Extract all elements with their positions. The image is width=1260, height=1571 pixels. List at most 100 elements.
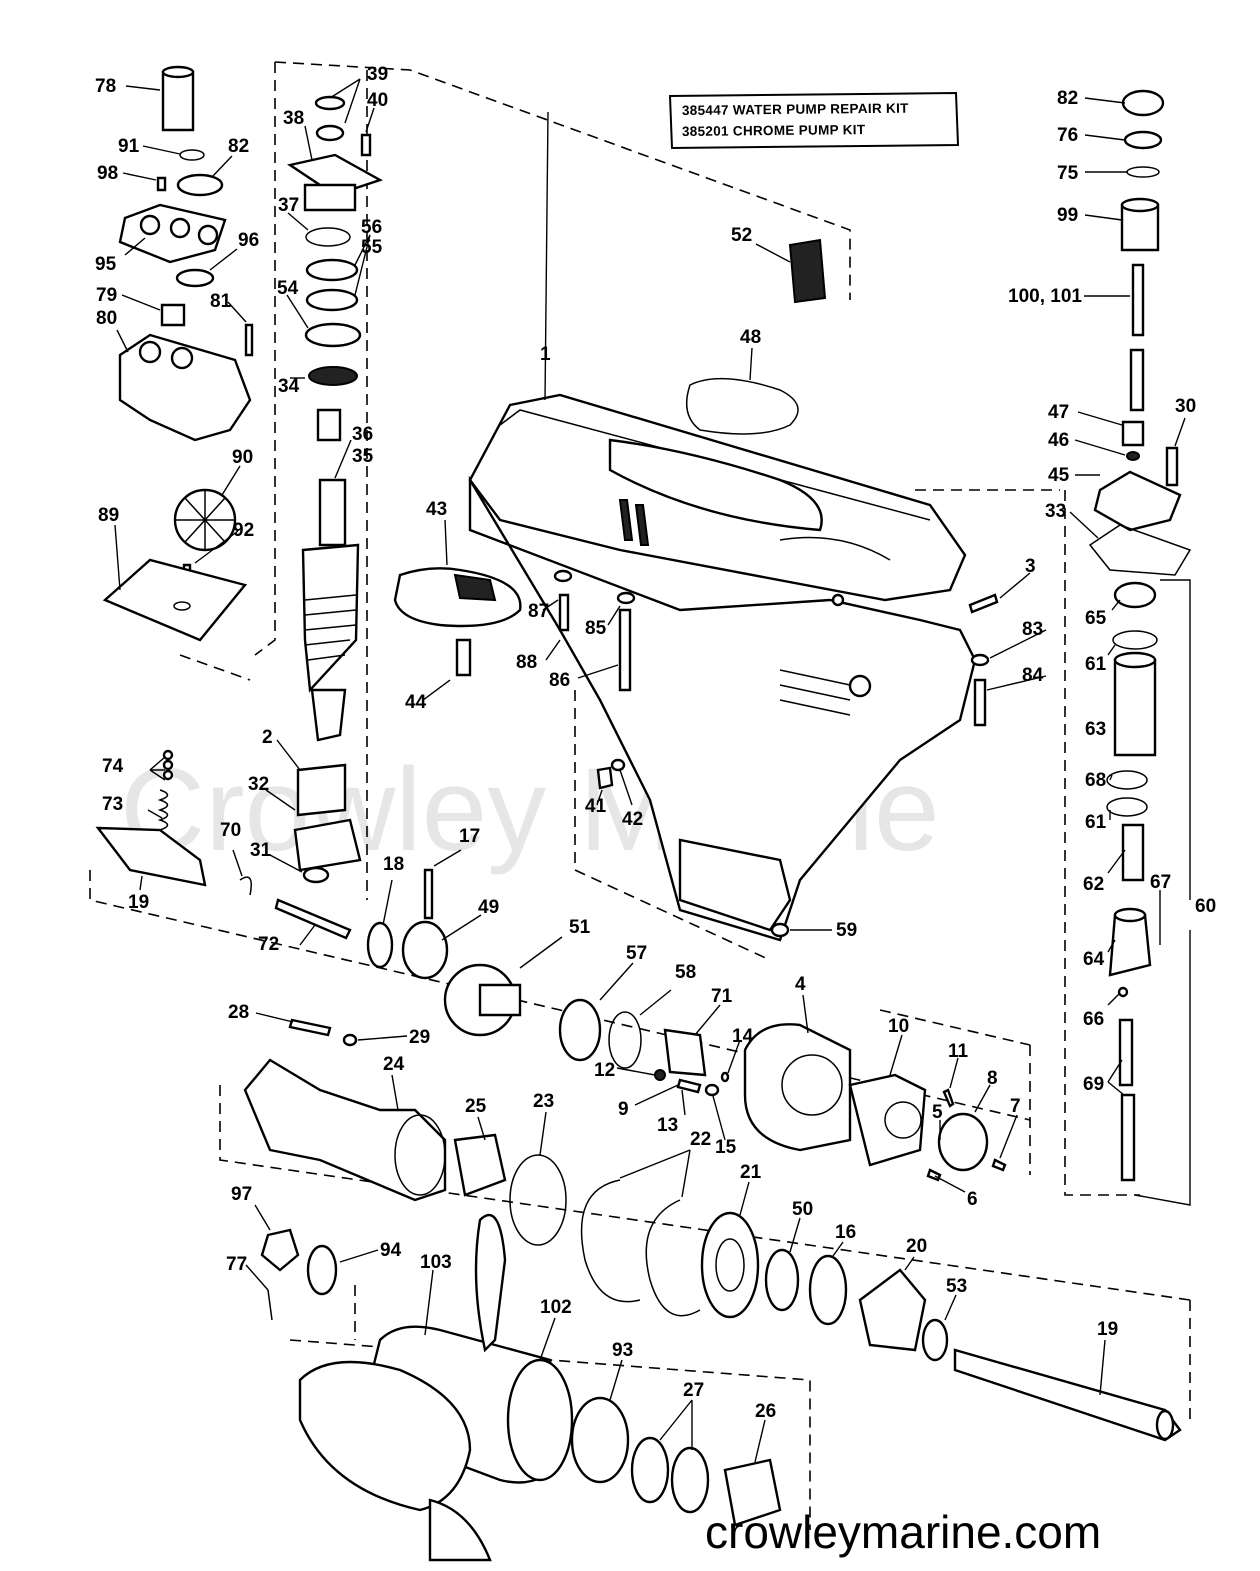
callout-57: 57	[626, 943, 647, 964]
callout-55: 55	[361, 237, 383, 258]
callout-15: 15	[715, 1137, 737, 1158]
callout-58: 58	[675, 962, 696, 983]
callout-29: 29	[409, 1027, 430, 1048]
callout-42: 42	[622, 809, 643, 830]
callout-6: 6	[967, 1189, 978, 1210]
callout-12: 12	[594, 1060, 615, 1081]
callout-1: 1	[540, 344, 551, 365]
callout-52: 52	[731, 225, 752, 246]
callout-10: 10	[888, 1016, 909, 1037]
callout-68: 68	[1085, 770, 1106, 791]
kit-box: 385447 WATER PUMP REPAIR KIT 385201 CHRO…	[668, 91, 960, 150]
callout-40: 40	[367, 90, 388, 111]
pump-parts	[102, 65, 254, 642]
callout-59: 59	[836, 920, 857, 941]
callout-67: 67	[1150, 872, 1171, 893]
callout-94: 94	[380, 1240, 402, 1261]
callout-97: 97	[231, 1184, 252, 1205]
callout-84: 84	[1022, 665, 1044, 686]
callout-11: 11	[948, 1041, 969, 1062]
callout-44: 44	[405, 692, 427, 713]
callout-88: 88	[516, 652, 537, 673]
callout-16: 16	[835, 1222, 856, 1243]
callout-23: 23	[533, 1091, 554, 1112]
callout-33: 33	[1045, 501, 1066, 522]
callout-75: 75	[1057, 163, 1079, 184]
callout-82b: 82	[1057, 88, 1078, 109]
callout-85: 85	[585, 618, 607, 639]
callout-35: 35	[352, 446, 374, 467]
callout-71: 71	[711, 986, 733, 1007]
callout-98: 98	[97, 163, 118, 184]
callout-39: 39	[367, 64, 388, 85]
callout-26: 26	[755, 1401, 776, 1422]
callout-87: 87	[528, 601, 549, 622]
callout-86: 86	[549, 670, 570, 691]
callout-103: 103	[420, 1252, 452, 1273]
callout-74: 74	[102, 756, 124, 777]
website-footer: crowleymarine.com	[705, 1506, 1101, 1558]
callout-31: 31	[250, 840, 272, 861]
callout-69: 69	[1083, 1074, 1104, 1095]
callout-65: 65	[1085, 608, 1107, 629]
callout-93: 93	[612, 1340, 633, 1361]
callout-3: 3	[1025, 556, 1036, 577]
callout-28: 28	[228, 1002, 249, 1023]
callout-62: 62	[1083, 874, 1104, 895]
callout-20: 20	[906, 1236, 927, 1257]
callout-96: 96	[238, 230, 259, 251]
callout-90: 90	[232, 447, 253, 468]
callout-49: 49	[478, 897, 499, 918]
kit-line-2: 385201 CHROME PUMP KIT	[682, 122, 866, 139]
callout-38: 38	[283, 108, 304, 129]
callout-73: 73	[102, 794, 123, 815]
callout-8: 8	[987, 1068, 998, 1089]
callout-80: 80	[96, 308, 117, 329]
callout-36: 36	[352, 424, 373, 445]
callout-79: 79	[96, 285, 117, 306]
callout-19b: 19	[1097, 1319, 1118, 1340]
callout-labels: 78 91 98 82 95 96 79 81 80 90 89 92 39 4…	[95, 64, 1216, 1422]
callout-60: 60	[1195, 896, 1216, 917]
callout-77: 77	[226, 1254, 247, 1275]
callout-17: 17	[459, 826, 480, 847]
callout-43: 43	[426, 499, 447, 520]
callout-37: 37	[278, 195, 299, 216]
callout-100-101: 100, 101	[1008, 286, 1082, 307]
callout-91: 91	[118, 136, 140, 157]
callout-48: 48	[740, 327, 761, 348]
callout-14: 14	[732, 1026, 754, 1047]
propshaft-parts	[95, 749, 1182, 1562]
callout-9: 9	[618, 1099, 629, 1120]
callout-2: 2	[262, 727, 273, 748]
callout-64: 64	[1083, 949, 1105, 970]
callout-27: 27	[683, 1380, 704, 1401]
callout-18: 18	[383, 854, 404, 875]
callout-99: 99	[1057, 205, 1078, 226]
kit-line-1: 385447 WATER PUMP REPAIR KIT	[682, 101, 909, 118]
callout-61a: 61	[1085, 654, 1107, 675]
leader-lines	[114, 78, 1191, 1463]
callout-46: 46	[1048, 430, 1069, 451]
callout-32: 32	[248, 774, 269, 795]
callout-92: 92	[233, 520, 254, 541]
callout-66: 66	[1083, 1009, 1104, 1030]
callout-51: 51	[569, 917, 591, 938]
driveshaft-parts	[286, 95, 383, 884]
callout-21: 21	[740, 1162, 762, 1183]
callout-53: 53	[946, 1276, 967, 1297]
callout-78: 78	[95, 76, 116, 97]
callout-13: 13	[657, 1115, 678, 1136]
callout-95: 95	[95, 254, 117, 275]
callout-47: 47	[1048, 402, 1069, 423]
right-column-parts	[1088, 89, 1192, 1182]
callout-70: 70	[220, 820, 241, 841]
callout-61b: 61	[1085, 812, 1107, 833]
callout-76: 76	[1057, 125, 1078, 146]
callout-30: 30	[1175, 396, 1196, 417]
callout-102: 102	[540, 1297, 572, 1318]
callout-41: 41	[585, 796, 607, 817]
gearcase-housing	[468, 393, 977, 942]
callout-22: 22	[690, 1129, 711, 1150]
